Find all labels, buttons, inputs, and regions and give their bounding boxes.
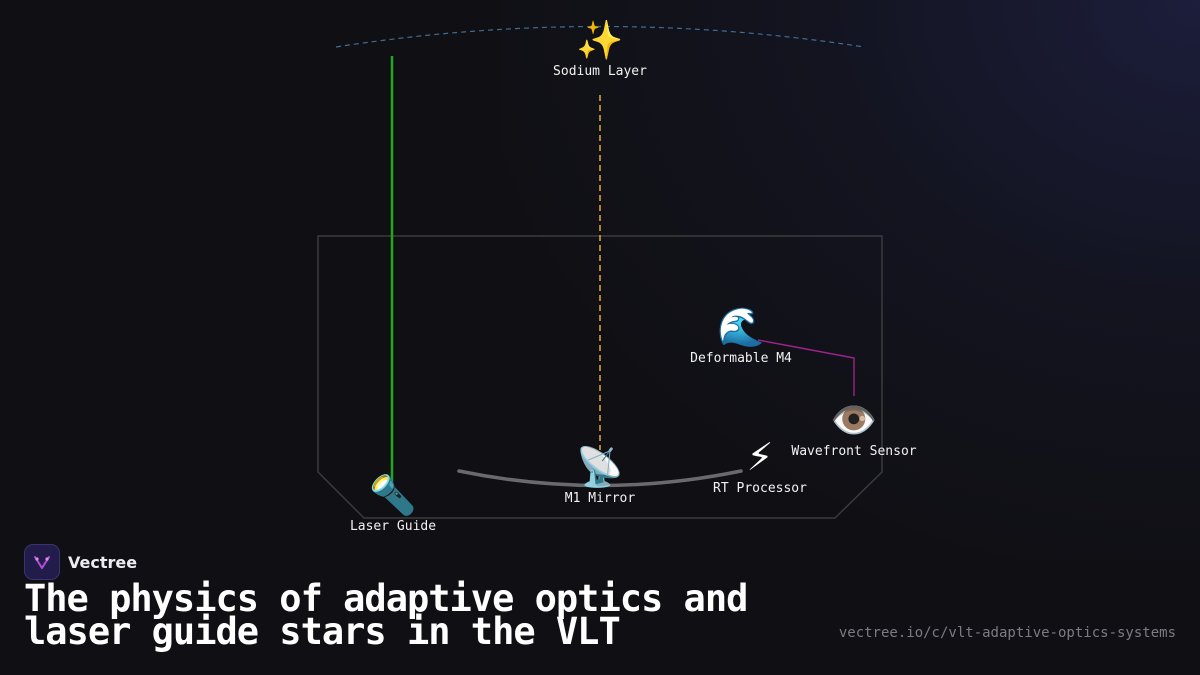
lightning-icon: ⚡ (746, 435, 774, 479)
node-rt-processor: ⚡ RT Processor (713, 435, 807, 497)
m1-mirror-curve (457, 469, 743, 488)
node-wavefront-sensor: 👁️ Wavefront Sensor (791, 398, 916, 460)
brand-name: Vectree (68, 552, 138, 572)
node-label: Wavefront Sensor (791, 444, 917, 459)
source-url[interactable]: vectree.io/c/vlt-adaptive-optics-systems (838, 625, 1176, 641)
eye-icon: 👁️ (830, 398, 878, 442)
node-label: Deformable M4 (690, 351, 792, 366)
wave-icon: 🌊 (717, 305, 765, 349)
page-title: The physics of adaptive optics and laser… (24, 577, 748, 653)
node-label: M1 Mirror (564, 491, 636, 506)
node-sodium-layer: ✨ Sodium Layer (553, 18, 647, 80)
sodium-layer-arc (335, 25, 865, 48)
node-label: RT Processor (713, 481, 807, 496)
brand[interactable]: Vectree (24, 544, 137, 580)
node-label: Sodium Layer (553, 64, 647, 79)
dome-outline (317, 235, 883, 519)
satellite-dish-icon: 📡 (576, 445, 624, 489)
control-link (757, 339, 855, 396)
flashlight-icon: 🔦 (369, 473, 417, 517)
node-deformable-m4: 🌊 Deformable M4 (690, 305, 792, 367)
node-laser-guide: 🔦 Laser Guide (350, 473, 436, 535)
sparkles-icon: ✨ (576, 18, 624, 62)
vectree-logo-icon (24, 544, 60, 580)
node-m1-mirror: 📡 M1 Mirror (565, 445, 635, 507)
node-label: Laser Guide (349, 519, 437, 534)
